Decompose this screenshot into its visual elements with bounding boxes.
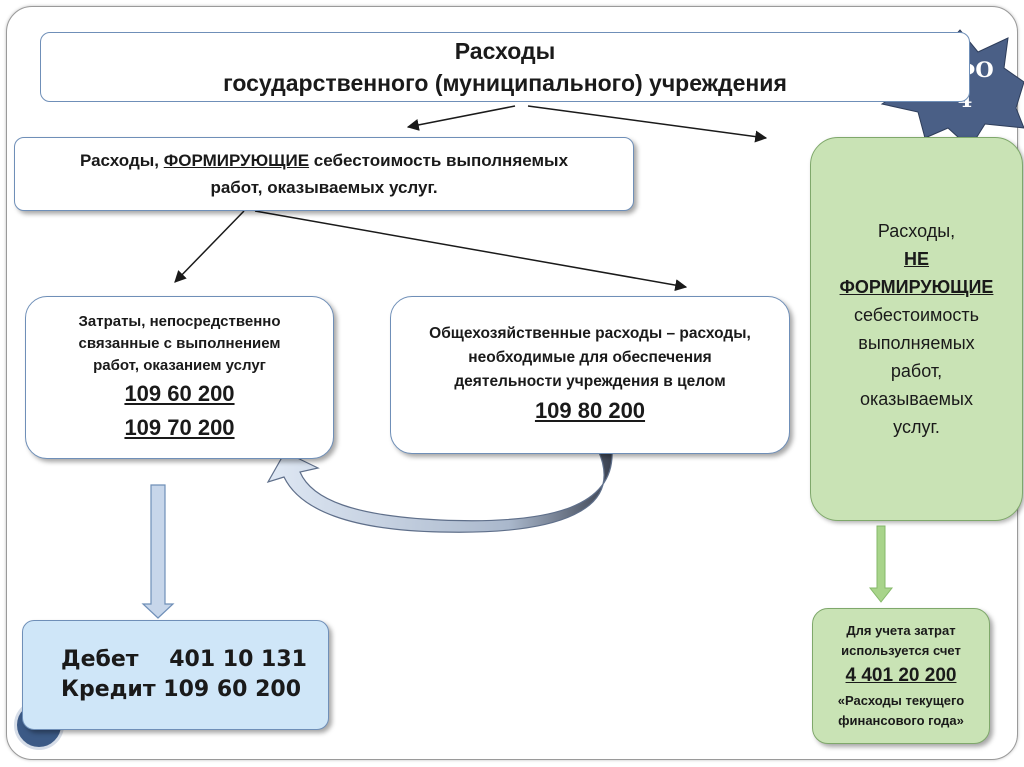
- account-note-line3: «Расходы текущего: [837, 693, 965, 708]
- title-line1: Расходы: [454, 38, 556, 64]
- not-forming-line: работ,: [890, 361, 943, 381]
- direct-account-2: 109 70 200: [124, 414, 235, 440]
- arrow-down-to-posting: [141, 484, 175, 619]
- not-forming-keyword-1: НЕ: [903, 249, 929, 269]
- direct-costs-box: Затраты, непосредственно связанные с вып…: [25, 296, 334, 459]
- overhead-account: 109 80 200: [534, 398, 646, 423]
- direct-line: Затраты, непосредственно: [78, 312, 281, 330]
- debit-label: Дебет: [61, 647, 139, 672]
- credit-row: Кредит 109 60 200: [61, 675, 301, 705]
- title-box: Расходы государственного (муниципального…: [40, 32, 970, 102]
- title-line2: государственного (муниципального) учрежд…: [223, 70, 787, 96]
- debit-value: 401 10 131: [169, 647, 307, 672]
- not-forming-line1: Расходы,: [877, 221, 956, 241]
- direct-line: работ, оказанием услуг: [93, 356, 266, 374]
- account-note-line2: используется счет: [841, 643, 961, 658]
- direct-account-1: 109 60 200: [124, 380, 235, 406]
- credit-value: 109 60 200: [163, 677, 302, 702]
- not-forming-line: услуг.: [893, 417, 940, 437]
- arrow-forming-to-direct: [174, 210, 245, 283]
- not-forming-line: себестоимость: [853, 305, 980, 325]
- arrow-title-to-not-forming: [527, 105, 768, 143]
- arrow-down-to-account: [868, 525, 894, 603]
- direct-line: связанные с выполнением: [78, 334, 281, 352]
- not-forming-costs-box: Расходы, НЕ ФОРМИРУЮЩИЕ себестоимость вы…: [810, 137, 1023, 521]
- forming-keyword: ФОРМИРУЮЩИЕ: [163, 151, 310, 170]
- account-note-line4: финансового года»: [838, 713, 964, 728]
- curved-arrow-overhead-to-direct: [266, 449, 613, 533]
- overhead-costs-box: Общехозяйственные расходы – расходы, нео…: [390, 296, 790, 454]
- account-note-box: Для учета затрат используется счет 4 401…: [812, 608, 990, 744]
- forming-line1: Расходы, ФОРМИРУЮЩИЕ себестоимость выпол…: [80, 147, 568, 174]
- arrow-title-to-forming: [406, 105, 516, 131]
- not-forming-line: оказываемых: [860, 389, 973, 409]
- overhead-line: необходимые для обеспечения: [468, 349, 712, 366]
- not-forming-line: выполняемых: [858, 333, 975, 353]
- posting-box: Дебет 401 10 131 Кредит 109 60 200: [22, 620, 329, 730]
- account-note-account: 4 401 20 200: [845, 665, 957, 686]
- account-note-line1: Для учета затрат: [846, 623, 956, 638]
- debit-row: Дебет 401 10 131: [61, 645, 307, 675]
- credit-label: Кредит: [61, 677, 156, 702]
- overhead-line: Общехозяйственные расходы – расходы,: [429, 325, 751, 342]
- forming-costs-box: Расходы, ФОРМИРУЮЩИЕ себестоимость выпол…: [14, 137, 634, 211]
- forming-line2: работ, оказываемых услуг.: [210, 178, 438, 197]
- forming-suffix: себестоимость выполняемых: [309, 151, 569, 170]
- overhead-line: деятельности учреждения в целом: [454, 373, 726, 390]
- forming-prefix: Расходы,: [79, 151, 164, 170]
- arrow-forming-to-overhead: [254, 210, 688, 292]
- not-forming-keyword-2: ФОРМИРУЮЩИЕ: [839, 277, 994, 297]
